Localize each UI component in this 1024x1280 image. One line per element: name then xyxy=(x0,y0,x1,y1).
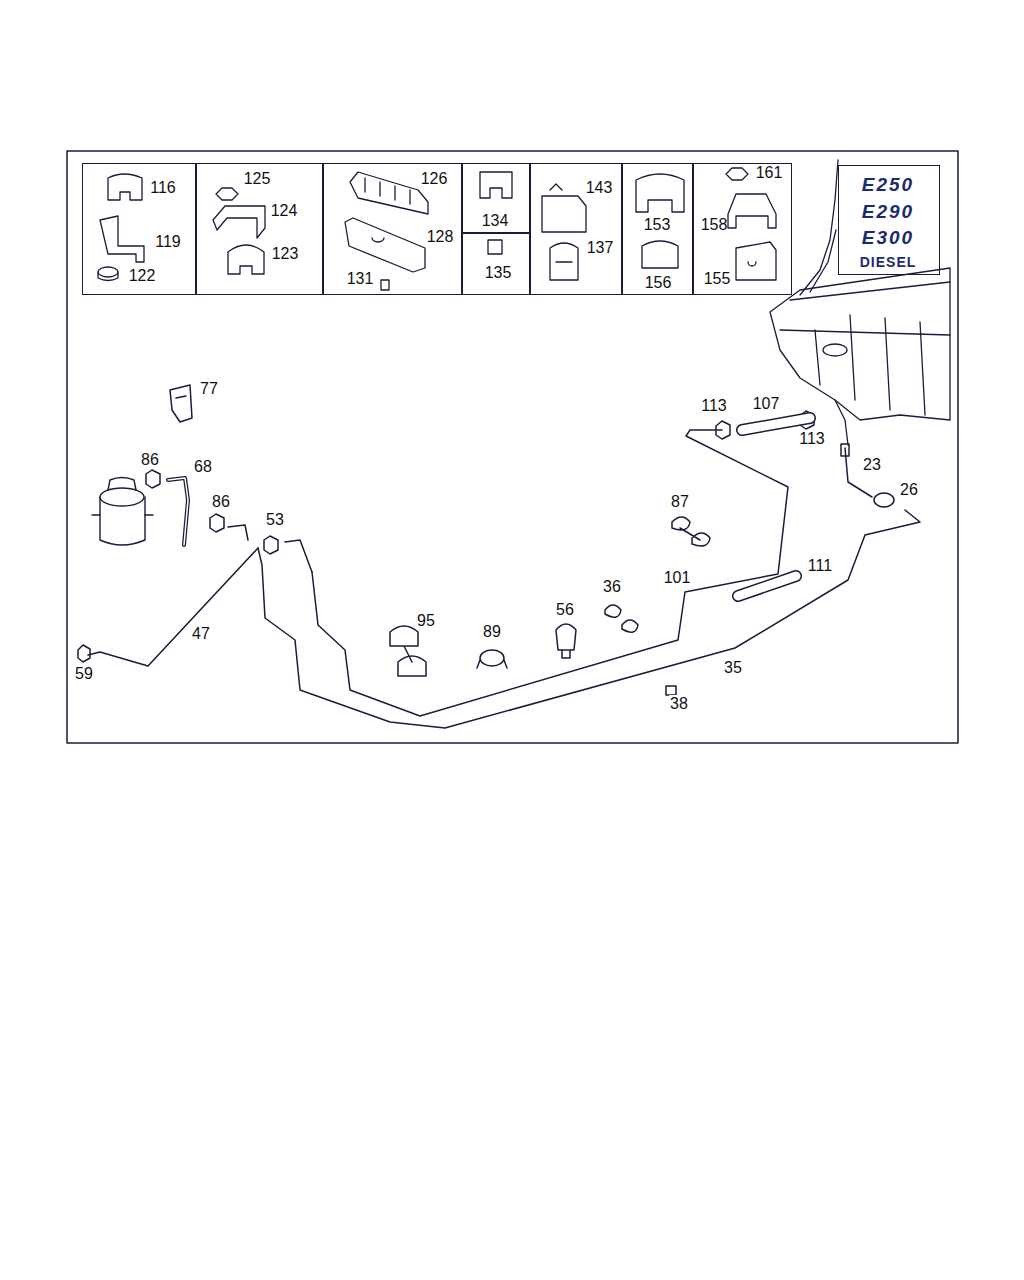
inset-parts-panel: 125 124 123 xyxy=(196,163,323,295)
callout-number: 59 xyxy=(74,665,94,683)
callout-number: 89 xyxy=(482,623,502,641)
callout-number: 23 xyxy=(862,456,882,474)
callout-number: 124 xyxy=(270,202,299,220)
callout-number: 128 xyxy=(426,228,455,246)
callout-number: 134 xyxy=(481,212,510,230)
inset-parts-panel: 135 xyxy=(462,233,530,295)
callout-number: 113 xyxy=(798,430,826,448)
callout-number: 113 xyxy=(700,397,728,415)
callout-number: 35 xyxy=(723,659,743,677)
callout-number: 86 xyxy=(140,451,160,469)
callout-number: 125 xyxy=(243,170,272,188)
callout-number: 101 xyxy=(663,569,692,587)
callout-number: 156 xyxy=(644,274,673,292)
callout-number: 153 xyxy=(643,216,672,234)
callout-number: 47 xyxy=(191,625,211,643)
model-name: E290 xyxy=(861,203,915,221)
callout-number: 119 xyxy=(154,233,182,251)
callout-number: 123 xyxy=(271,245,300,263)
callout-number: 53 xyxy=(265,511,285,529)
model-name: E250 xyxy=(861,176,915,194)
model-badge-box: E250E290E300DIESEL xyxy=(838,165,940,275)
callout-number: 116 xyxy=(149,179,177,197)
callout-number: 143 xyxy=(585,179,614,197)
callout-number: 135 xyxy=(484,264,513,282)
callout-number: 38 xyxy=(669,695,689,713)
inset-parts-panel: 116 119 122 xyxy=(82,163,196,295)
callout-number: 158 xyxy=(700,216,729,234)
inset-parts-panel: 143 137 xyxy=(530,163,622,295)
callout-number: 161 xyxy=(755,164,784,182)
callout-number: 155 xyxy=(703,270,732,288)
callout-number: 137 xyxy=(586,239,615,257)
callout-number: 77 xyxy=(199,380,219,398)
inset-parts-panel: 153 156 xyxy=(622,163,693,295)
inset-parts-panel: 161 158 155 xyxy=(693,163,792,295)
callout-number: 87 xyxy=(670,493,690,511)
callout-number: 68 xyxy=(193,458,213,476)
callout-number: 86 xyxy=(211,493,231,511)
callout-number: 95 xyxy=(416,612,436,630)
callout-number: 107 xyxy=(752,395,781,413)
callout-number: 122 xyxy=(128,267,157,285)
model-name: E300 xyxy=(861,229,915,247)
callout-number: 111 xyxy=(807,557,833,575)
callout-number: 56 xyxy=(555,601,575,619)
callout-number: 36 xyxy=(602,578,622,596)
inset-parts-panel: 134 xyxy=(462,163,530,233)
callout-number: 26 xyxy=(899,481,919,499)
callout-number: 126 xyxy=(420,170,449,188)
inset-parts-panel: 126 128 131 xyxy=(323,163,462,295)
model-name: DIESEL xyxy=(859,253,918,271)
callout-number: 131 xyxy=(346,270,375,288)
